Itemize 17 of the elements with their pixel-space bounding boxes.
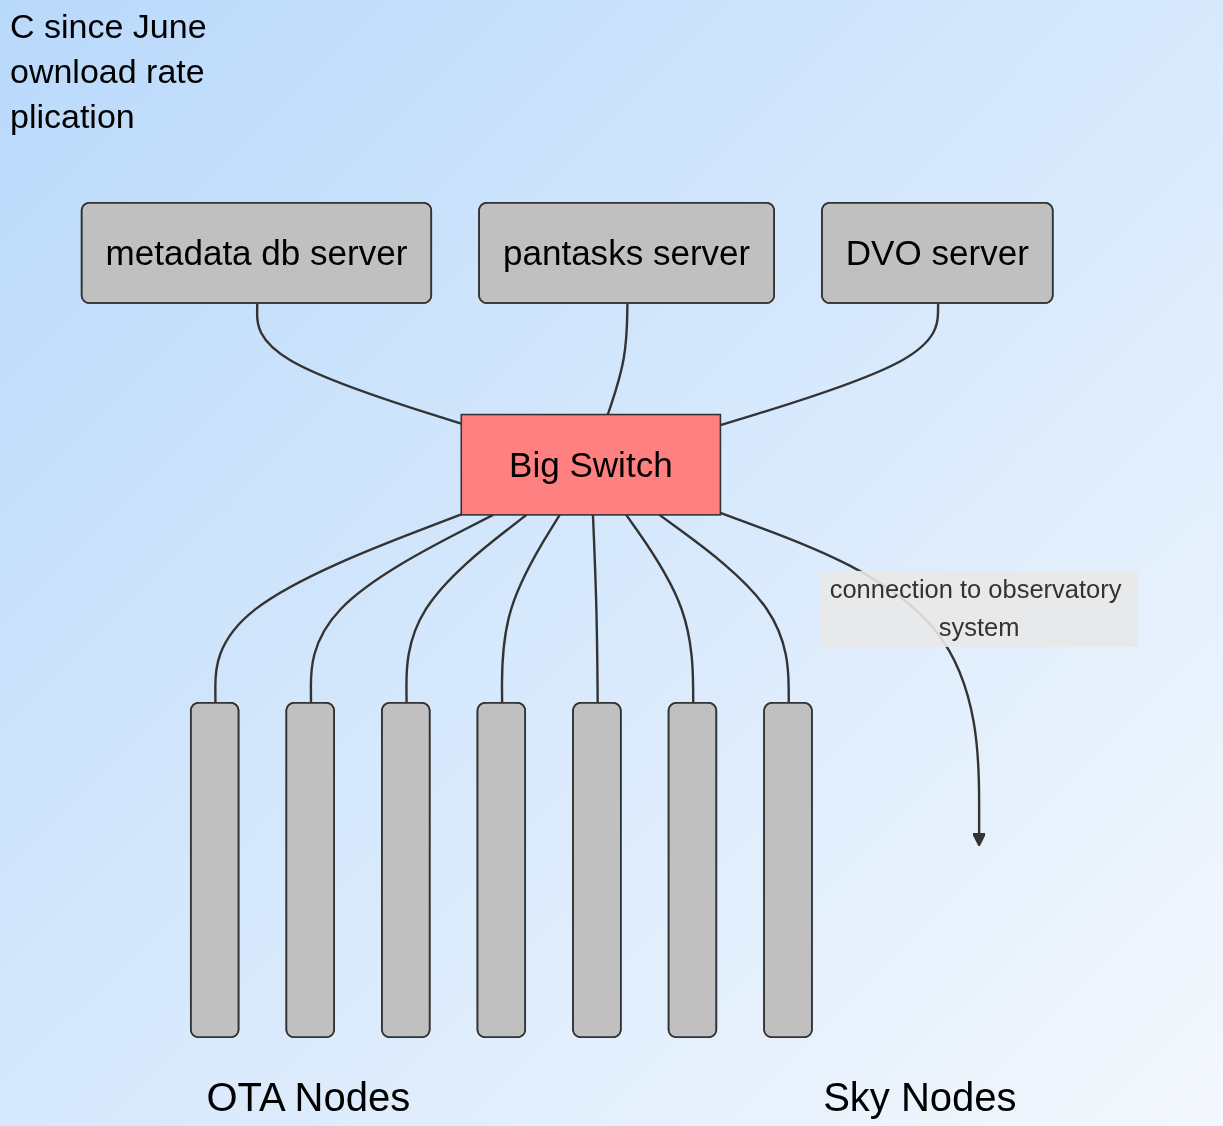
connector (255, 303, 462, 425)
note-text: plication (10, 95, 136, 137)
connector (214, 513, 462, 704)
note-text: ownload rate (10, 50, 206, 92)
connector (658, 513, 790, 704)
connector (591, 514, 599, 704)
connector (625, 514, 695, 704)
connector (606, 303, 629, 415)
connector (500, 514, 561, 704)
note-text: C since June (10, 6, 207, 47)
node-box: Big Switch (460, 413, 722, 516)
connector (309, 513, 494, 704)
group-label: Sky Nodes (823, 1075, 1017, 1120)
edge-label: connection to observatory system (829, 575, 1122, 641)
connector (405, 513, 528, 704)
connector (720, 303, 940, 427)
group-label: OTA Nodes (206, 1075, 411, 1120)
